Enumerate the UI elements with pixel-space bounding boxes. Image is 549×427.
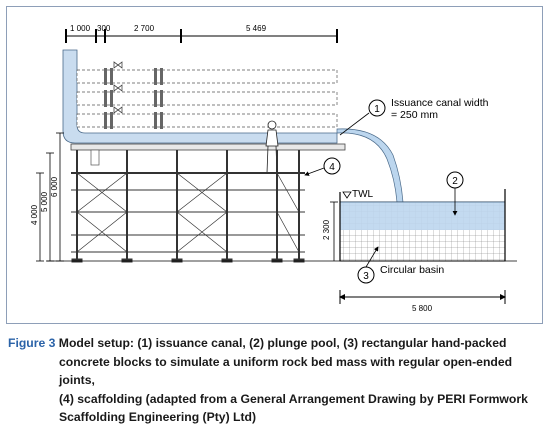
scaffolding: [71, 150, 305, 263]
caption-line-3: (4) scaffolding (adapted from a General …: [59, 391, 528, 406]
caption-line-1: Model setup: (1) issuance canal, (2) plu…: [55, 336, 507, 350]
dim-300: 300: [97, 24, 111, 33]
dim-2300: 2 300: [322, 219, 331, 240]
plunge-pool: [339, 189, 506, 262]
canal-width-value: = 250 mm: [391, 109, 438, 121]
caption-line-2: concrete blocks to simulate a uniform ro…: [59, 354, 513, 388]
marker-3: 3: [363, 271, 369, 282]
dim-5469: 5 469: [246, 24, 267, 33]
issuance-canal: [62, 49, 338, 144]
dim-6000: 6 000: [50, 176, 59, 197]
twl-marker: TWL: [342, 189, 374, 200]
figure-label: Figure 3: [8, 336, 56, 350]
dim-2700: 2 700: [134, 24, 155, 33]
caption-line-4: Scaffolding Engineering (Pty) Ltd): [59, 410, 257, 424]
canal-width-label: Issuance canal width: [391, 97, 489, 109]
left-dimension-lines: [36, 132, 64, 262]
marker-4: 4: [329, 162, 335, 173]
top-dimension-line: [65, 29, 338, 43]
twl-label: TWL: [352, 189, 374, 200]
dim-5000: 5 000: [40, 191, 49, 212]
platform-deck: [70, 143, 346, 151]
dim-4000: 4 000: [30, 204, 39, 225]
figure-caption: Figure 3 Model setup: (1) issuance canal…: [8, 334, 543, 427]
figure-frame: 1 000 300 2 700 5 469: [6, 6, 543, 324]
dim-5800: 5 800: [412, 304, 433, 313]
marker-1: 1: [374, 104, 380, 115]
circular-basin-label: Circular basin: [380, 264, 444, 276]
model-setup-diagram: 1 000 300 2 700 5 469: [30, 24, 517, 313]
pool-dimension-line: [330, 201, 338, 261]
dim-1000: 1 000: [70, 24, 91, 33]
valve-icon: [113, 61, 123, 114]
marker-2: 2: [452, 176, 458, 187]
